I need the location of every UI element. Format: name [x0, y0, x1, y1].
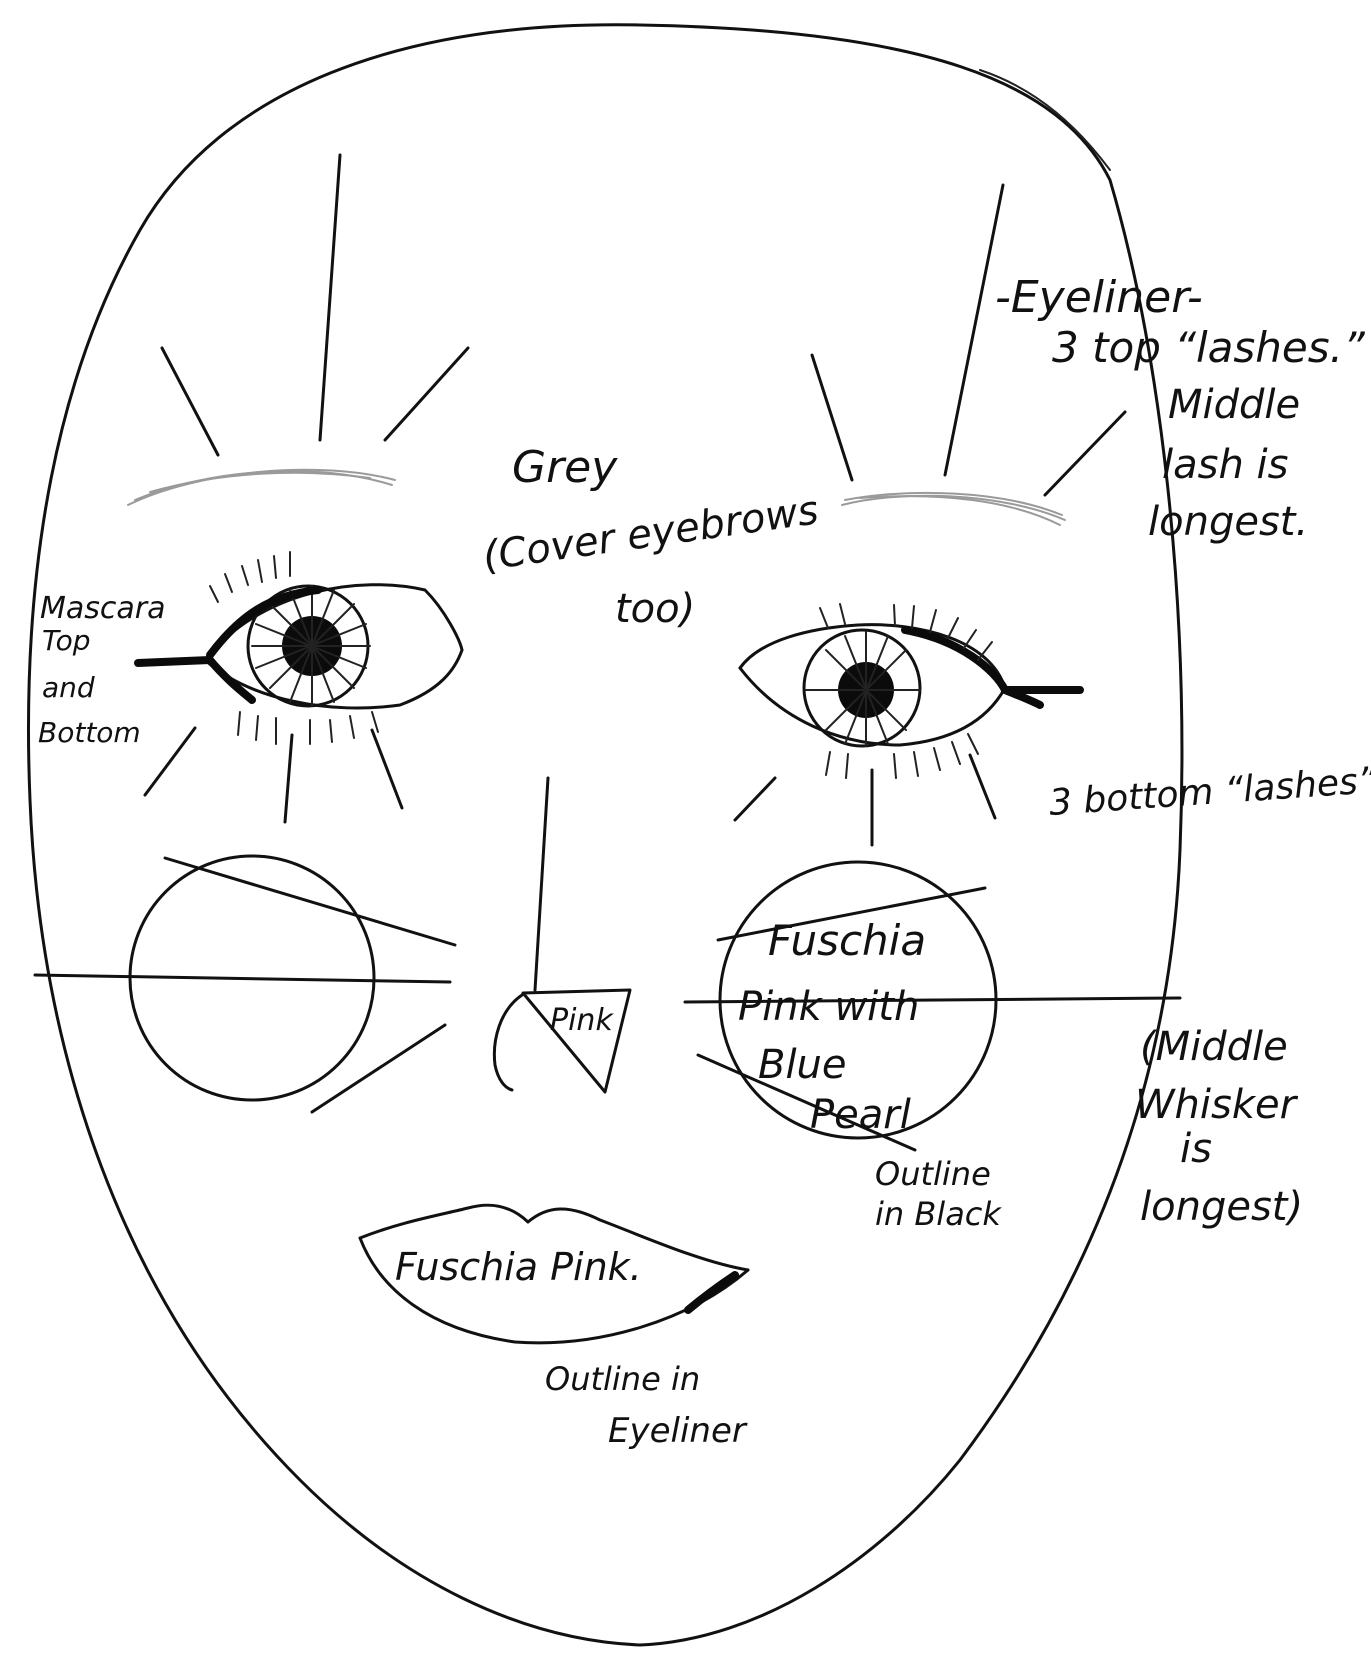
left-eye	[138, 552, 462, 744]
cover-eyebrows-note-2: too)	[615, 586, 695, 632]
middle-lash-note-1: Middle	[1168, 382, 1300, 428]
left-cheek	[35, 856, 455, 1112]
face-outline-retrace	[980, 70, 1110, 170]
right-eyebrow	[842, 493, 1065, 525]
left-eye-liner-wing	[138, 660, 252, 700]
mascara-note-3: and	[42, 671, 95, 704]
eyeliner-title: -Eyeliner-	[995, 272, 1203, 323]
cheek-note-1: Fuschia	[768, 916, 926, 965]
right-eye-bottom-lash-lines	[735, 755, 995, 845]
left-eyebrow	[128, 470, 395, 505]
whisker-note-2: Whisker	[1135, 1082, 1299, 1128]
cheek-note-4: Pearl	[810, 1092, 911, 1138]
grey-note: Grey	[512, 442, 618, 493]
right-eye-bottom-lashes	[826, 734, 978, 778]
whisker-note-1: (Middle	[1140, 1024, 1288, 1070]
left-eye-top-lash-lines	[162, 155, 468, 455]
mascara-note-2: Top	[42, 624, 91, 657]
outline-black-note-1: Outline	[875, 1155, 991, 1193]
middle-lash-note-2: lash is	[1162, 442, 1288, 488]
mascara-note-1: Mascara	[40, 591, 166, 626]
bottom-lashes-note: 3 bottom “lashes”	[1048, 760, 1371, 824]
nose	[494, 778, 630, 1092]
cheek-note-2: Pink with	[738, 984, 919, 1030]
face-outline	[28, 25, 1181, 1645]
nose-note: Pink	[550, 1003, 614, 1038]
right-eye	[740, 604, 1080, 778]
mascara-note-4: Bottom	[38, 716, 141, 749]
outline-eyeliner-note-1: Outline in	[545, 1360, 700, 1398]
cheek-note-3: Blue	[758, 1042, 847, 1088]
whisker-note-3: is	[1180, 1126, 1212, 1172]
lips-note: Fuschia Pink.	[395, 1245, 642, 1289]
left-eye-bottom-lashes	[238, 712, 378, 744]
top-lashes-note: 3 top “lashes.”	[1052, 323, 1366, 372]
cover-eyebrows-note-1: (Cover eyebrows	[480, 487, 821, 580]
left-eye-bottom-lash-lines	[145, 728, 402, 822]
middle-lash-note-3: longest.	[1148, 499, 1308, 545]
outline-black-note-2: in Black	[875, 1195, 1002, 1233]
whisker-note-4: longest)	[1140, 1184, 1303, 1230]
right-eye-liner-wing	[1005, 690, 1080, 705]
outline-eyeliner-note-2: Eyeliner	[608, 1411, 748, 1451]
